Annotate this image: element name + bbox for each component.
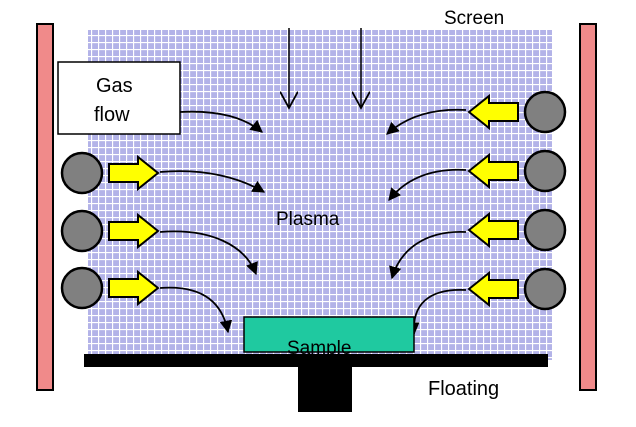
gas-flow-label-line2: flow xyxy=(94,104,130,126)
curved-arrow-right-1 xyxy=(386,108,467,135)
sample-label: Sample xyxy=(287,338,351,359)
curved-arrow-right-3 xyxy=(389,231,467,280)
screen-label: Screen xyxy=(444,8,504,29)
right-flow-arrows xyxy=(386,108,467,336)
yellow-arrow-icon xyxy=(108,212,160,250)
sample-block xyxy=(243,316,415,353)
gas-flow-box xyxy=(57,61,181,135)
yellow-arrow-icon xyxy=(467,211,519,249)
emitter-icon xyxy=(523,208,567,252)
emitter-icon xyxy=(60,266,104,310)
curved-arrow-left-1 xyxy=(179,110,263,133)
yellow-arrow-icon xyxy=(467,152,519,190)
stage-plate xyxy=(84,354,548,367)
left-emitters xyxy=(60,151,160,310)
plasma-label: Plasma xyxy=(276,209,340,230)
curved-arrow-left-2 xyxy=(159,170,266,193)
curved-arrow-left-3 xyxy=(159,230,258,276)
right-side-plate xyxy=(579,23,597,391)
left-flow-arrows xyxy=(159,110,266,334)
gas-flow-label-line1: Gas xyxy=(96,75,133,97)
left-side-plate xyxy=(36,23,54,391)
emitter-icon xyxy=(60,151,104,195)
right-emitters xyxy=(467,90,567,311)
curved-arrow-left-4 xyxy=(159,286,233,334)
yellow-arrow-icon xyxy=(467,93,519,131)
yellow-arrow-icon xyxy=(467,270,519,308)
emitter-icon xyxy=(523,149,567,193)
emitter-icon xyxy=(523,90,567,134)
floating-label: Floating xyxy=(428,378,499,400)
emitter-icon xyxy=(523,267,567,311)
curved-arrow-right-2 xyxy=(388,168,467,201)
emitter-icon xyxy=(60,209,104,253)
yellow-arrow-icon xyxy=(108,154,160,192)
stage-post xyxy=(298,366,352,412)
yellow-arrow-icon xyxy=(108,269,160,307)
